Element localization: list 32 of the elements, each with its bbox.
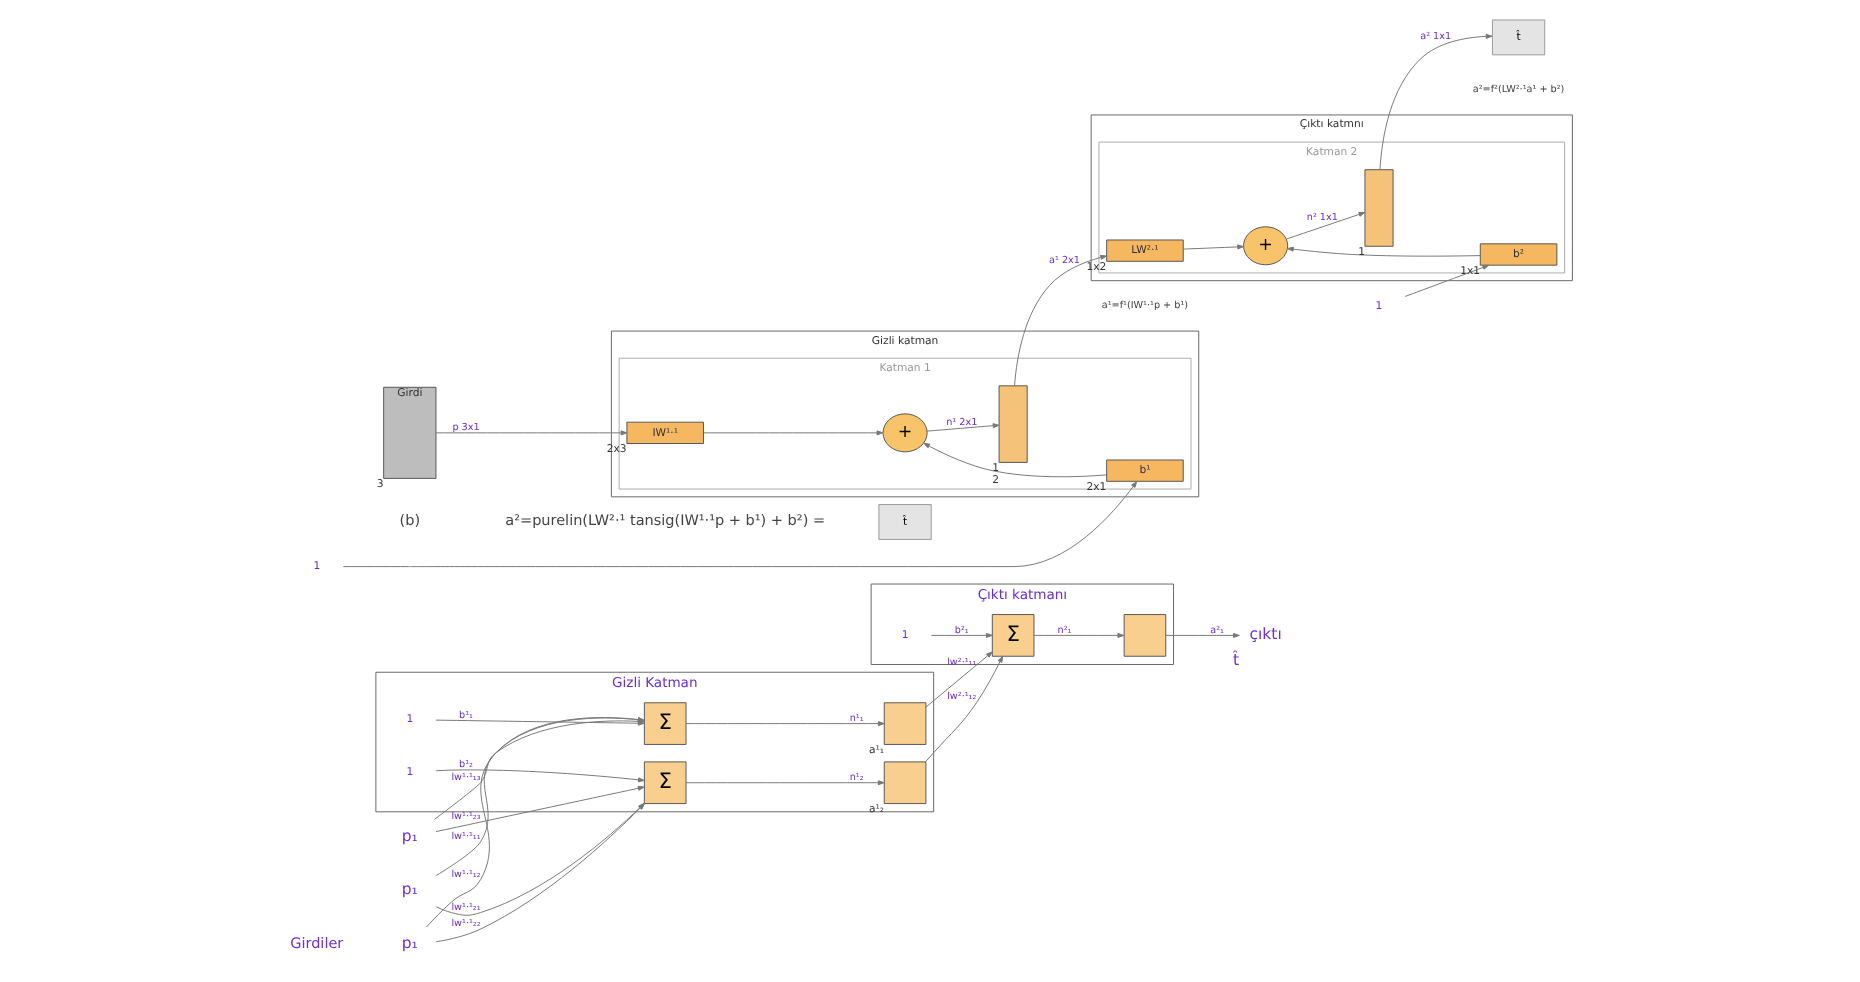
- arrow: [434, 785, 644, 833]
- node-box: [997, 385, 1027, 463]
- arrow: [1285, 246, 1480, 257]
- node-ellipse: +: [1242, 226, 1288, 266]
- arrow: [1378, 33, 1492, 171]
- arrow: [923, 655, 1003, 763]
- arrow: [1164, 632, 1239, 638]
- arrow: [922, 442, 1106, 478]
- arrow: [434, 430, 627, 436]
- arrow: [1032, 632, 1124, 638]
- arrow: [684, 780, 884, 786]
- node-box: [1122, 614, 1166, 657]
- node-box: Σ: [990, 614, 1034, 657]
- arrow: [434, 802, 644, 916]
- node-box: [882, 702, 926, 745]
- arrow: [924, 651, 992, 708]
- arrow: [1284, 211, 1365, 240]
- arrow: [1013, 254, 1107, 387]
- arrow: [1182, 244, 1244, 250]
- node-ellipse: +: [881, 413, 927, 453]
- arrow: [341, 481, 1137, 568]
- arrow: [684, 721, 884, 727]
- node-box: Σ: [642, 702, 686, 745]
- arrow: [434, 803, 644, 943]
- arrow: [434, 769, 644, 783]
- node-box: [882, 761, 926, 805]
- arrow: [702, 430, 883, 436]
- arrow: [930, 632, 992, 638]
- node-box: Σ: [642, 761, 686, 805]
- node-box: [1363, 169, 1393, 247]
- arrow: [1403, 264, 1489, 297]
- arrow: [925, 423, 999, 432]
